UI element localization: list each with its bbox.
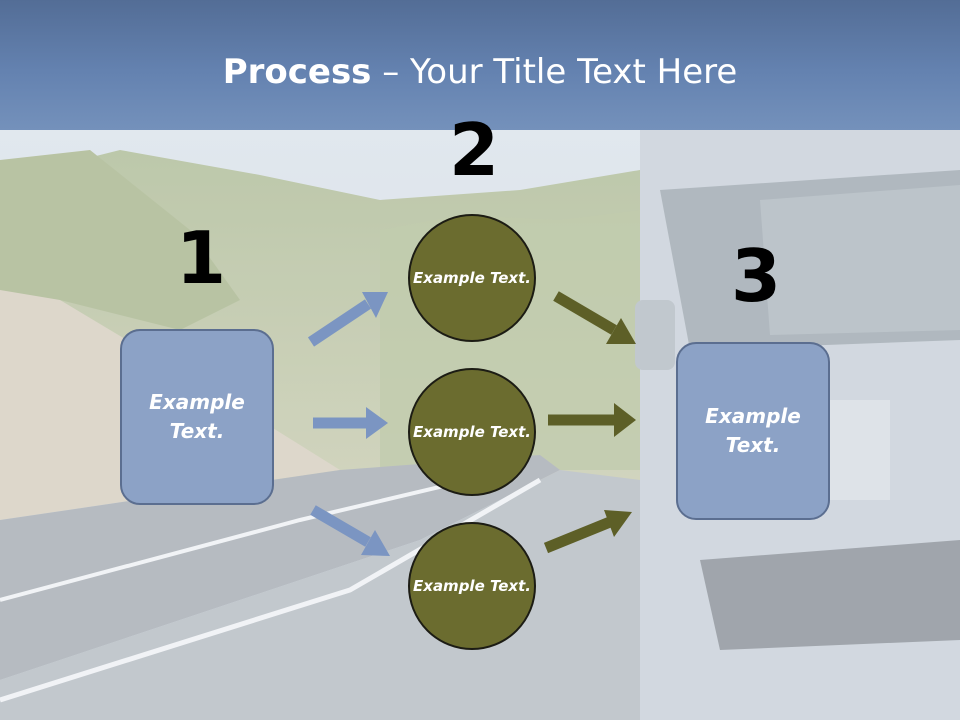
step-circle-top: Example Text. bbox=[408, 214, 536, 342]
title-band bbox=[0, 0, 960, 130]
arrow-blue-up bbox=[307, 292, 388, 347]
step-number-1: 1 bbox=[176, 216, 227, 300]
step-box-3-text: Example Text. bbox=[705, 404, 801, 457]
step-circle-top-text: Example Text. bbox=[413, 268, 531, 287]
step-circle-bottom-text: Example Text. bbox=[413, 576, 531, 595]
title-bold: Process bbox=[222, 52, 372, 92]
step-number-3: 3 bbox=[731, 234, 782, 318]
step-circle-middle: Example Text. bbox=[408, 368, 536, 496]
slide-title: Process – Your Title Text Here bbox=[0, 52, 960, 92]
step-number-2: 2 bbox=[449, 108, 500, 192]
arrow-blue-down bbox=[310, 505, 390, 556]
step-circle-bottom: Example Text. bbox=[408, 522, 536, 650]
arrow-blue-mid bbox=[313, 407, 388, 439]
arrow-olive-down bbox=[553, 291, 636, 344]
arrow-olive-mid bbox=[548, 403, 636, 437]
step-box-1-text: Example Text. bbox=[149, 390, 245, 443]
arrow-olive-up bbox=[543, 510, 632, 554]
step-circle-middle-text: Example Text. bbox=[413, 422, 531, 441]
title-rest: – Your Title Text Here bbox=[371, 52, 738, 92]
step-box-3: Example Text. bbox=[676, 342, 830, 520]
step-box-1: Example Text. bbox=[120, 329, 274, 505]
